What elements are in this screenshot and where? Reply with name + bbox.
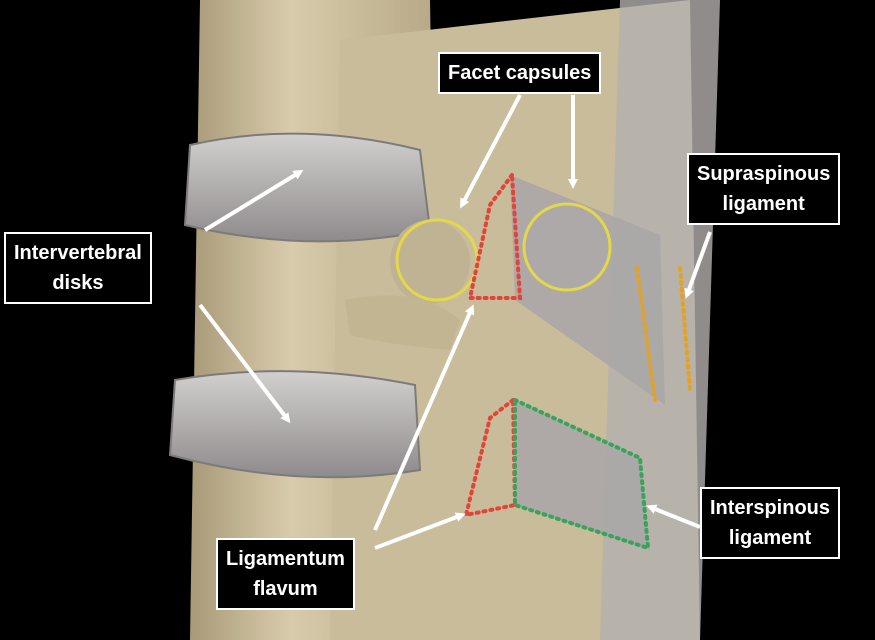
supraspinous-line1: Supraspinous (697, 159, 830, 189)
disk-lower (170, 371, 420, 477)
intervertebral-line2: disks (14, 268, 142, 298)
interspinous-line1: Interspinous (710, 493, 830, 523)
facet-left (390, 220, 470, 304)
interspinous-line2: ligament (710, 523, 830, 553)
intervertebral-disks-label: Intervertebral disks (4, 232, 152, 304)
facet-capsules-text: Facet capsules (448, 58, 591, 88)
supraspinous-line2: ligament (697, 189, 830, 219)
ligamentum-line1: Ligamentum (226, 544, 345, 574)
intervertebral-line1: Intervertebral (14, 238, 142, 268)
ligamentum-line2: flavum (226, 574, 345, 604)
facet-capsules-label: Facet capsules (438, 52, 601, 94)
ligamentum-flavum-label: Ligamentum flavum (216, 538, 355, 610)
supraspinous-ligament-label: Supraspinous ligament (687, 153, 840, 225)
interspinous-ligament-label: Interspinous ligament (700, 487, 840, 559)
disk-upper (185, 134, 430, 242)
